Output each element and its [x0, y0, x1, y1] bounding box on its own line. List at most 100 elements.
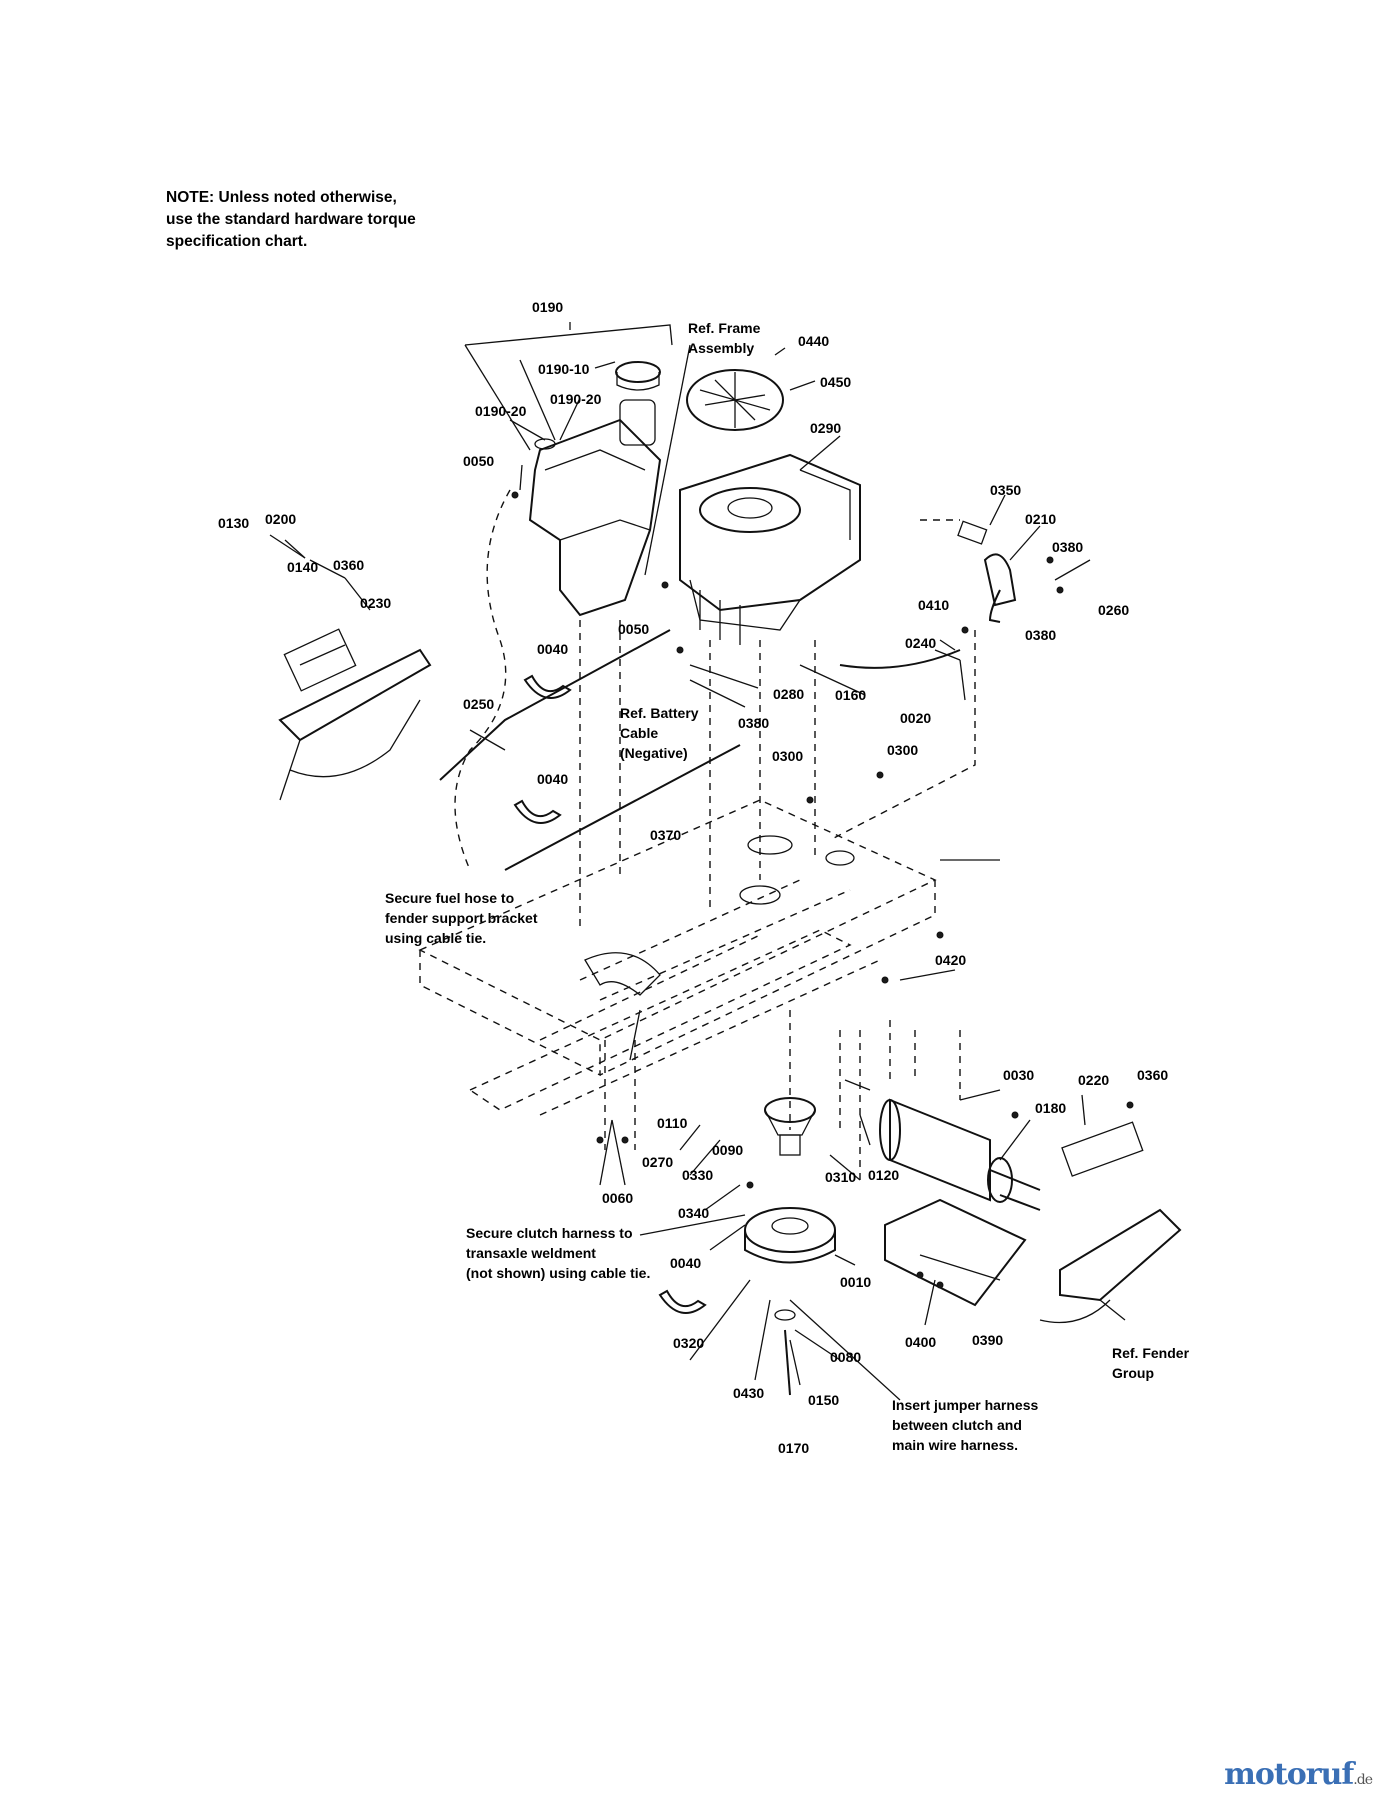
label-0190-10: 0190-10	[538, 361, 590, 377]
label-0110: 0110	[657, 1115, 688, 1131]
label-0420: 0420	[935, 952, 966, 968]
heat-shield-0390	[884, 1198, 1027, 1307]
label-0320: 0320	[673, 1335, 704, 1351]
label-0200: 0200	[265, 511, 296, 527]
label-0370: 0370	[650, 827, 681, 843]
caption-frame-1: Ref. Frame	[688, 320, 761, 336]
label-0190-20-right: 0190-20	[550, 391, 602, 407]
caption-ref-battery-cable: Ref. Battery Cable (Negative)	[620, 705, 699, 761]
label-0300-left: 0300	[772, 748, 803, 764]
label-0360-left: 0360	[333, 557, 364, 573]
label-0180: 0180	[1035, 1100, 1066, 1116]
label-0360-right: 0360	[1137, 1067, 1168, 1083]
caption-fuel-hose-2: fender support bracket	[385, 910, 538, 926]
fender-support-left	[278, 628, 432, 801]
label-0040-a: 0040	[537, 641, 568, 657]
clamp-c	[658, 1289, 707, 1314]
caption-fuel-hose-3: using cable tie.	[385, 930, 486, 946]
fuel-tank	[519, 359, 662, 617]
label-0280: 0280	[773, 686, 804, 702]
muffler	[879, 1098, 1041, 1211]
label-0140: 0140	[287, 559, 318, 575]
label-0270: 0270	[642, 1154, 673, 1170]
label-0390: 0390	[972, 1332, 1003, 1348]
caption-ref-frame-assembly: Ref. Frame Assembly	[688, 320, 761, 356]
hardware-items	[511, 491, 1134, 1289]
caption-battery-1: Ref. Battery	[620, 705, 699, 721]
caption-clutch-harness: Secure clutch harness to transaxle weldm…	[466, 1225, 650, 1281]
assembly-lines	[579, 519, 976, 1180]
torque-note: NOTE: Unless noted otherwise, use the st…	[166, 187, 416, 253]
label-0380-right: 0380	[1025, 627, 1056, 643]
caption-fender-1: Ref. Fender	[1112, 1345, 1190, 1361]
label-0300-right: 0300	[887, 742, 918, 758]
caption-fuel-hose-1: Secure fuel hose to	[385, 890, 514, 906]
label-0190: 0190	[532, 299, 563, 315]
label-0230: 0230	[360, 595, 391, 611]
frame-plate	[418, 799, 937, 1116]
caption-jumper-harness: Insert jumper harness between clutch and…	[892, 1397, 1038, 1453]
label-0380-center: 0380	[738, 715, 769, 731]
label-0430: 0430	[733, 1385, 764, 1401]
label-0380-top: 0380	[1052, 539, 1083, 555]
clamp-a	[523, 674, 572, 699]
label-0060: 0060	[602, 1190, 633, 1206]
caption-fender-2: Group	[1112, 1365, 1154, 1381]
label-0050-top: 0050	[463, 453, 494, 469]
label-0030: 0030	[1003, 1067, 1034, 1083]
washer-0080	[774, 1309, 796, 1321]
electric-clutch-0010	[744, 1207, 836, 1264]
exhaust-parts	[957, 520, 1017, 623]
caption-frame-2: Assembly	[688, 340, 754, 356]
label-0410: 0410	[918, 597, 949, 613]
label-0240: 0240	[905, 635, 936, 651]
leader-lines	[269, 322, 1126, 1401]
label-0040-b: 0040	[537, 771, 568, 787]
watermark-logo: motoruf.de	[1224, 1757, 1373, 1792]
label-0080: 0080	[830, 1349, 861, 1365]
note-line-2: use the standard hardware torque	[166, 211, 416, 228]
label-0290: 0290	[810, 420, 841, 436]
label-0190-20-left: 0190-20	[475, 403, 527, 419]
caption-jumper-2: between clutch and	[892, 1417, 1022, 1433]
cable-0250	[439, 629, 671, 781]
label-0170: 0170	[778, 1440, 809, 1456]
clamp-b	[513, 799, 562, 824]
label-0210: 0210	[1025, 511, 1056, 527]
label-0450: 0450	[820, 374, 851, 390]
label-0040-c: 0040	[670, 1255, 701, 1271]
caption-battery-2: Cable	[620, 725, 658, 741]
fuel-hose-route	[454, 489, 511, 871]
label-0160: 0160	[835, 687, 866, 703]
engine	[679, 369, 861, 645]
caption-battery-3: (Negative)	[620, 745, 688, 761]
label-0330: 0330	[682, 1167, 713, 1183]
caption-jumper-3: main wire harness.	[892, 1437, 1018, 1453]
fender-right	[1039, 1121, 1182, 1324]
label-0340: 0340	[678, 1205, 709, 1221]
label-0310: 0310	[825, 1169, 856, 1185]
label-0150: 0150	[808, 1392, 839, 1408]
caption-jumper-1: Insert jumper harness	[892, 1397, 1038, 1413]
label-0120: 0120	[868, 1167, 899, 1183]
pulley-0090	[764, 1097, 816, 1156]
caption-fuel-hose: Secure fuel hose to fender support brack…	[385, 890, 538, 946]
label-0050-bottom: 0050	[618, 621, 649, 637]
watermark-text: motoruf	[1224, 1757, 1354, 1792]
caption-ref-fender-group: Ref. Fender Group	[1112, 1345, 1190, 1381]
rod-0370	[504, 744, 741, 871]
label-0250: 0250	[463, 696, 494, 712]
label-0440: 0440	[798, 333, 829, 349]
label-0020: 0020	[900, 710, 931, 726]
note-line-3: specification chart.	[166, 233, 308, 250]
label-0260: 0260	[1098, 602, 1129, 618]
bolt-0170	[784, 1329, 791, 1396]
label-0350: 0350	[990, 482, 1021, 498]
note-line-1: NOTE: Unless noted otherwise,	[166, 189, 397, 206]
label-0090: 0090	[712, 1142, 743, 1158]
watermark-suffix: .de	[1353, 1772, 1373, 1788]
label-0130: 0130	[218, 515, 249, 531]
caption-clutch-1: Secure clutch harness to	[466, 1225, 633, 1241]
caption-clutch-2: transaxle weldment	[466, 1245, 596, 1261]
